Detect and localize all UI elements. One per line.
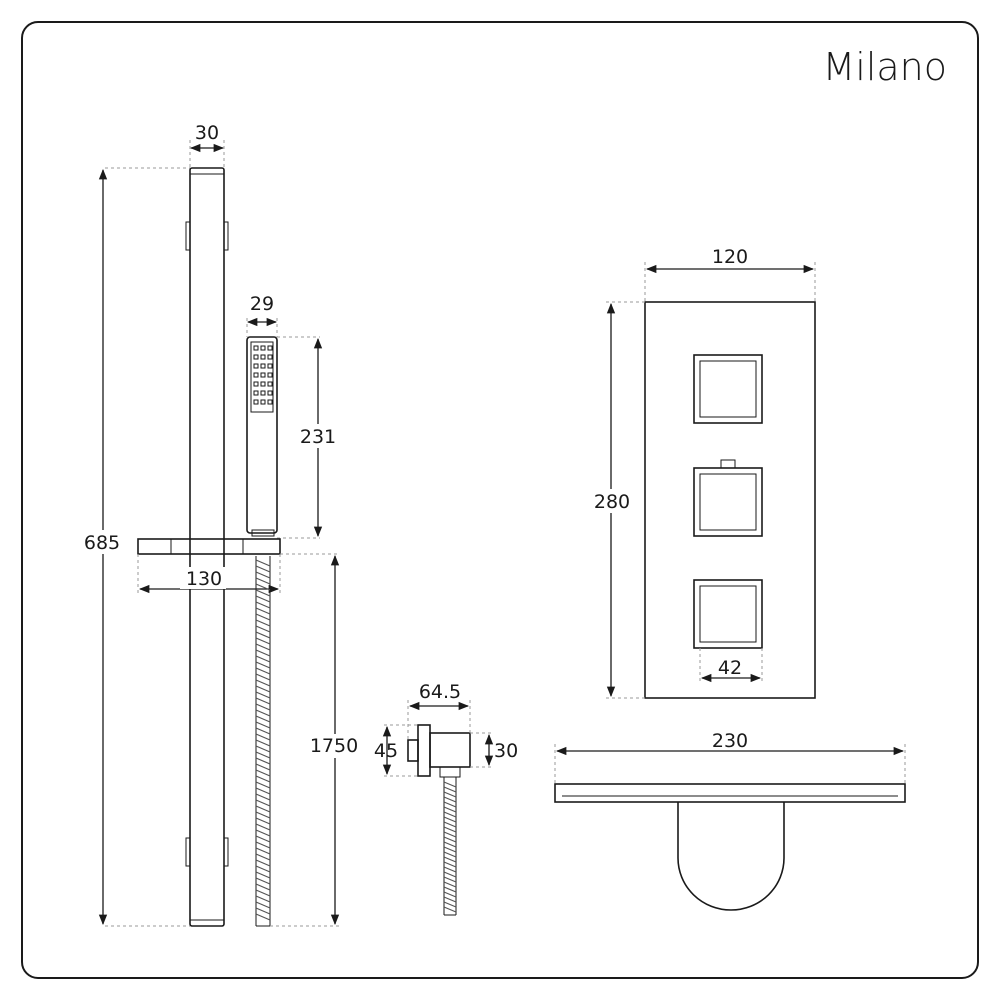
- wall-outlet: [407, 724, 471, 916]
- dimension-hose-length: 1750: [270, 553, 362, 927]
- svg-text:29: 29: [250, 293, 274, 315]
- dimension-outlet-height: 45: [374, 724, 418, 777]
- control-knob-bottom: [693, 579, 763, 649]
- svg-text:30: 30: [494, 740, 518, 762]
- spray-nozzles: [253, 345, 273, 405]
- svg-text:30: 30: [195, 122, 219, 144]
- valve-side-view: [554, 783, 906, 911]
- control-knob-middle: [693, 459, 763, 537]
- dimension-control-width: 42: [699, 648, 763, 683]
- drawing-frame: [21, 21, 979, 979]
- shower-hose: [255, 556, 271, 927]
- svg-text:230: 230: [712, 730, 748, 752]
- dimension-rail-height: 685: [80, 167, 190, 927]
- svg-text:1750: 1750: [310, 735, 358, 757]
- svg-text:130: 130: [186, 568, 222, 590]
- svg-text:42: 42: [718, 657, 742, 679]
- svg-text:280: 280: [594, 491, 630, 513]
- dimension-outlet-depth: 30: [470, 732, 518, 768]
- svg-text:64.5: 64.5: [419, 681, 461, 703]
- dimension-outlet-width: 64.5: [407, 681, 471, 740]
- brand-logo: Milano: [822, 45, 947, 89]
- svg-text:120: 120: [712, 246, 748, 268]
- dimension-plate-width: 230: [554, 730, 906, 784]
- dimension-valve-height: 280: [590, 301, 645, 699]
- svg-text:231: 231: [300, 426, 336, 448]
- handset-holder: [137, 538, 281, 555]
- dimension-bracket-width: 130: [137, 554, 281, 594]
- svg-text:685: 685: [84, 532, 120, 554]
- dimension-handset-width: 29: [246, 293, 278, 337]
- control-knob-top: [693, 354, 763, 424]
- hand-shower: [246, 336, 278, 537]
- svg-text:45: 45: [374, 740, 398, 762]
- dimension-valve-width: 120: [644, 246, 816, 302]
- slide-rail: [185, 167, 229, 927]
- dimension-handset-height: 231: [277, 336, 340, 539]
- valve-faceplate: [644, 301, 816, 699]
- dimension-rail-width: 30: [189, 122, 225, 168]
